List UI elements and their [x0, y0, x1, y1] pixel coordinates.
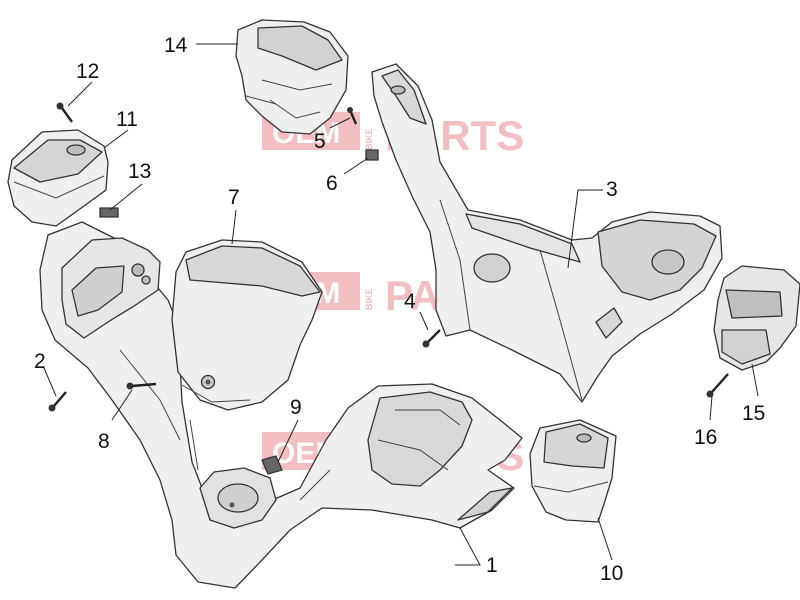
- left-switch-panel[interactable]: [61, 237, 161, 339]
- part-13-clip[interactable]: [99, 207, 119, 218]
- leader-9: [277, 419, 299, 463]
- part-10-cover[interactable]: [529, 419, 617, 523]
- callout-15: 15: [742, 402, 765, 425]
- callout-1: 1: [486, 554, 498, 577]
- leader-15: [751, 363, 759, 397]
- callout-8: 8: [98, 430, 110, 453]
- leader-3: [567, 189, 603, 269]
- callout-12: 12: [76, 60, 99, 83]
- part-15-right-switch-housing[interactable]: [713, 265, 800, 371]
- leader-10: [597, 517, 613, 561]
- part-9-clip[interactable]: [261, 455, 283, 475]
- part-8-screw[interactable]: [126, 382, 157, 390]
- leader-6: [343, 157, 369, 175]
- watermark-bike-text: BIKE: [364, 288, 374, 310]
- watermark-bike-text: BIKE: [364, 128, 374, 150]
- leader-16: [709, 395, 713, 421]
- callout-9: 9: [290, 396, 302, 419]
- callout-4: 4: [404, 290, 416, 313]
- part-3-rear-handlebar-cover[interactable]: [371, 63, 723, 403]
- callout-2: 2: [34, 350, 46, 373]
- part-6-clip[interactable]: [365, 149, 379, 161]
- part-2-screw[interactable]: [48, 391, 67, 412]
- part-5-screw[interactable]: [347, 107, 358, 125]
- callout-14: 14: [164, 34, 188, 57]
- leader-5: [329, 117, 351, 129]
- leader-12: [67, 81, 93, 107]
- part-7-front-top-cover[interactable]: [171, 239, 323, 411]
- callout-13: 13: [128, 160, 151, 183]
- part-1-lower-handlebar-cover[interactable]: [39, 221, 523, 589]
- leader-8: [111, 389, 133, 421]
- part-4-screw[interactable]: [422, 329, 441, 348]
- callout-3: 3: [606, 178, 618, 201]
- callout-labels: 1 2 3 4 5 6 7 8 9 10 11 12 13 14 15 16: [34, 34, 765, 585]
- callout-10: 10: [600, 562, 623, 585]
- leader-lines: [43, 43, 759, 566]
- leader-7: [231, 209, 237, 245]
- callout-16: 16: [694, 426, 717, 449]
- part-14-upper-housing[interactable]: [235, 19, 349, 135]
- leader-1: [455, 527, 481, 566]
- part-11-left-switch-housing[interactable]: [7, 129, 109, 227]
- callout-7: 7: [228, 186, 240, 209]
- callout-5: 5: [314, 130, 326, 153]
- part-16-screw[interactable]: [706, 373, 729, 398]
- leader-13: [109, 183, 143, 211]
- part-12-screw[interactable]: [56, 102, 73, 123]
- callout-6: 6: [326, 172, 338, 195]
- leader-2: [43, 367, 57, 397]
- leader-4: [419, 311, 429, 331]
- leader-11: [103, 129, 129, 149]
- callout-11: 11: [116, 108, 138, 131]
